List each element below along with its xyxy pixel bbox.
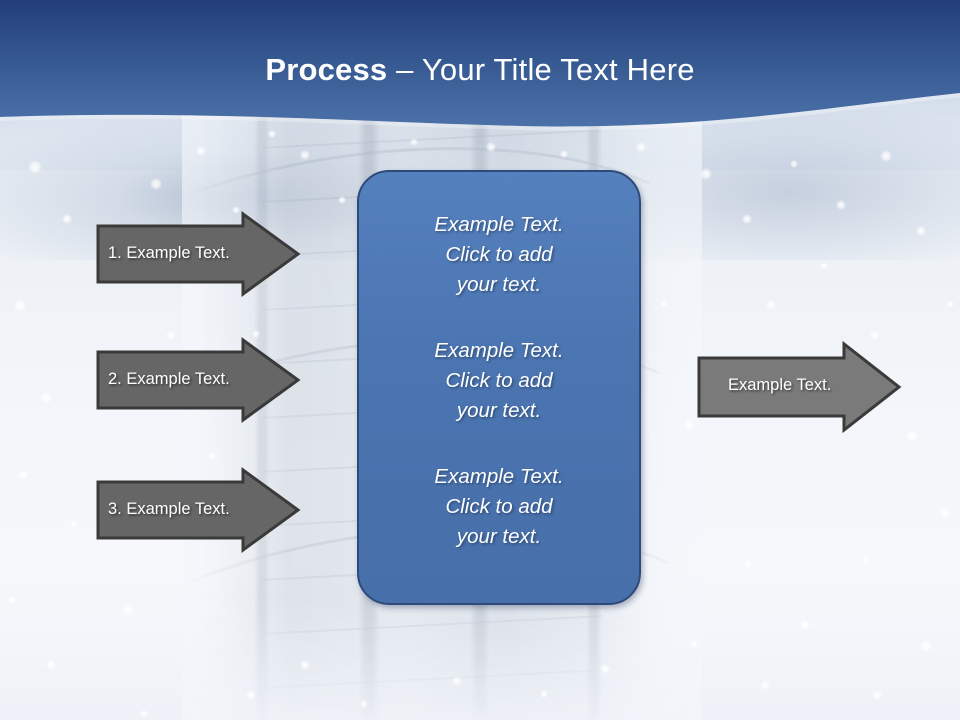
input-arrow-1[interactable]: 1. Example Text.: [96, 211, 301, 297]
tire-edge-fade: [182, 600, 702, 720]
snowflake: [46, 660, 56, 670]
snowflake: [338, 196, 346, 204]
snowflake: [150, 178, 162, 190]
center-panel-block-3: Example Text. Click to add your text.: [434, 465, 564, 548]
snowflake: [268, 130, 276, 138]
snowflake: [140, 710, 148, 718]
snowflake: [872, 690, 882, 700]
snowflake: [636, 142, 646, 152]
snowflake: [252, 330, 260, 338]
center-panel-block-2: Example Text. Click to add your text.: [434, 339, 564, 422]
snowflake: [452, 676, 462, 686]
snowflake: [246, 690, 256, 700]
snowflake: [946, 300, 954, 308]
snowflake: [684, 420, 694, 430]
snowflake: [62, 214, 72, 224]
snowflake: [300, 150, 310, 160]
snowflake: [122, 604, 134, 616]
snowflake: [790, 160, 798, 168]
snowflake: [232, 206, 240, 214]
snowflake: [760, 680, 770, 690]
center-panel-block-1: Example Text. Click to add your text.: [434, 213, 564, 296]
snowflake: [742, 214, 752, 224]
output-arrow[interactable]: Example Text.: [697, 340, 902, 434]
snowflake: [800, 620, 810, 630]
snowflake: [8, 596, 16, 604]
snowflake: [196, 146, 206, 156]
snowflake: [300, 660, 310, 670]
snowflake: [166, 330, 176, 340]
snowflake: [916, 226, 926, 236]
snowflake: [700, 168, 712, 180]
snowflake: [940, 508, 950, 518]
input-arrow-1-label: 1. Example Text.: [108, 244, 230, 262]
snowflake: [410, 138, 418, 146]
snowflake: [360, 700, 368, 708]
snowflake: [560, 150, 568, 158]
input-arrow-3[interactable]: 3. Example Text.: [96, 467, 301, 553]
snowflake: [836, 200, 846, 210]
input-arrow-2-label: 2. Example Text.: [108, 370, 230, 388]
snowflake: [920, 640, 932, 652]
snowflake: [766, 300, 776, 310]
snowflake: [28, 160, 42, 174]
snowflake: [18, 470, 28, 480]
snowflake: [540, 690, 548, 698]
page-title-strong: Process: [265, 52, 388, 87]
slide-header-band: [0, 0, 960, 140]
output-arrow-label: Example Text.: [728, 376, 832, 394]
snowflake: [870, 330, 880, 340]
snowflake: [820, 262, 828, 270]
snowflake: [690, 640, 698, 648]
snowflake: [486, 142, 496, 152]
input-arrow-3-label: 3. Example Text.: [108, 500, 230, 518]
center-content-panel[interactable]: Example Text. Click to add your text. Ex…: [357, 170, 641, 605]
input-arrow-2[interactable]: 2. Example Text.: [96, 337, 301, 423]
snowflake: [880, 150, 892, 162]
snowflake: [660, 300, 668, 308]
snowflake: [906, 430, 918, 442]
snowflake: [40, 392, 52, 404]
snowflake: [744, 560, 752, 568]
snowflake: [600, 664, 610, 674]
snowflake: [70, 520, 78, 528]
page-title-rest: – Your Title Text Here: [387, 52, 695, 87]
snowflake: [862, 556, 870, 564]
snowflake: [14, 300, 26, 312]
snowflake: [208, 452, 216, 460]
page-title: Process – Your Title Text Here: [0, 52, 960, 88]
